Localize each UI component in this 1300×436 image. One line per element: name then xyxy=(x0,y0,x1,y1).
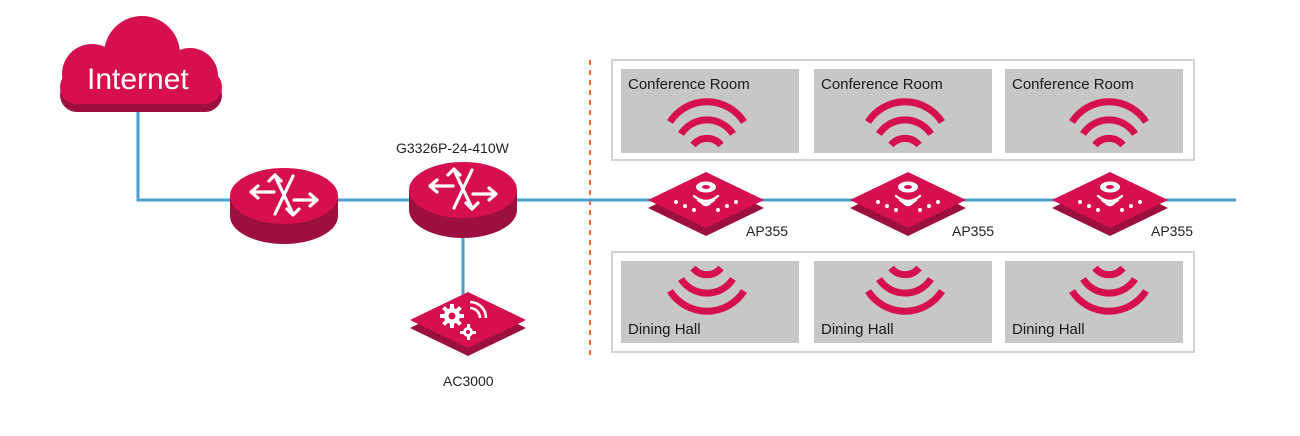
switch-icon xyxy=(407,160,519,240)
router-icon xyxy=(228,166,340,246)
ap-label: AP355 xyxy=(952,223,995,239)
internet-label: Internet xyxy=(87,63,189,96)
ap-label: AP355 xyxy=(1151,223,1194,239)
access-point-icon xyxy=(848,170,968,238)
lower-rooms-frame xyxy=(611,251,1195,353)
room-name-dining: Dining Hall xyxy=(821,321,894,338)
room-name-conference: Conference Room xyxy=(628,76,750,93)
controller-label: AC3000 xyxy=(443,373,494,389)
room-name-conference: Conference Room xyxy=(821,76,943,93)
gears-wifi-icon xyxy=(410,292,526,356)
switch-label: G3326P-24-410W xyxy=(396,140,509,156)
upper-room-backgrounds xyxy=(621,69,1183,153)
room-name-conference: Conference Room xyxy=(1012,76,1134,93)
upper-rooms-frame xyxy=(611,59,1195,161)
room-name-dining: Dining Hall xyxy=(628,321,701,338)
room-name-dining: Dining Hall xyxy=(1012,321,1085,338)
ap-label: AP355 xyxy=(746,223,789,239)
cloud-icon xyxy=(60,16,222,112)
